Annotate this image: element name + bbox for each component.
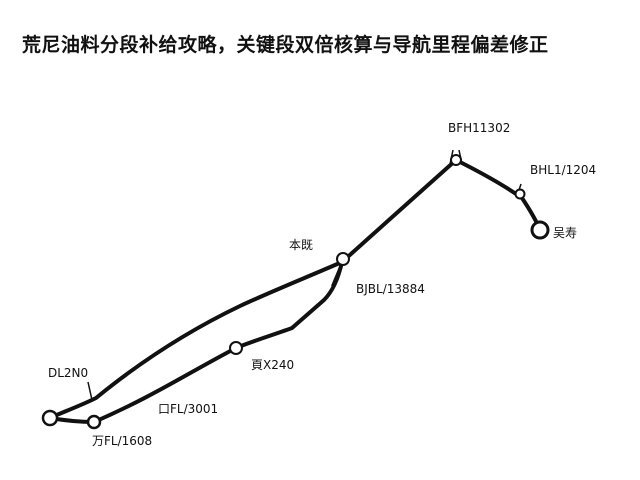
route-connector xyxy=(331,261,343,287)
waypoint-label-mid: 本既 xyxy=(289,238,314,252)
waypoint-label-end: 吴寿 xyxy=(553,226,578,240)
map-title: 荒尼油料分段补给攻略，关键段双倍核算与导航里程偏差修正 xyxy=(22,34,549,56)
waypoint-label-bfh: BFH11302 xyxy=(448,121,511,135)
waypoint-label-dl2n0: DL2N0 xyxy=(48,366,89,380)
waypoint-label-x240: 頁X240 xyxy=(251,358,295,372)
route-line-main xyxy=(48,158,542,420)
waypoint-label-bjb: BJBL/13884 xyxy=(356,282,425,296)
fork-marker-icon xyxy=(449,149,463,166)
wfl-node-icon xyxy=(86,414,102,430)
route-line-return xyxy=(48,260,344,424)
waypoint-label-wfl: 万FL/1608 xyxy=(92,434,153,448)
x240-node-icon xyxy=(229,341,243,355)
mid-node-icon xyxy=(336,252,350,266)
start-circle-icon xyxy=(41,409,59,427)
dl2n0-tick-icon xyxy=(87,381,93,401)
tick-marker-icon xyxy=(514,183,526,200)
waypoint-label-cfl: 口FL/3001 xyxy=(158,402,219,416)
end-circle-icon xyxy=(530,220,550,240)
waypoint-label-bhl: BHL1/1204 xyxy=(530,163,597,177)
